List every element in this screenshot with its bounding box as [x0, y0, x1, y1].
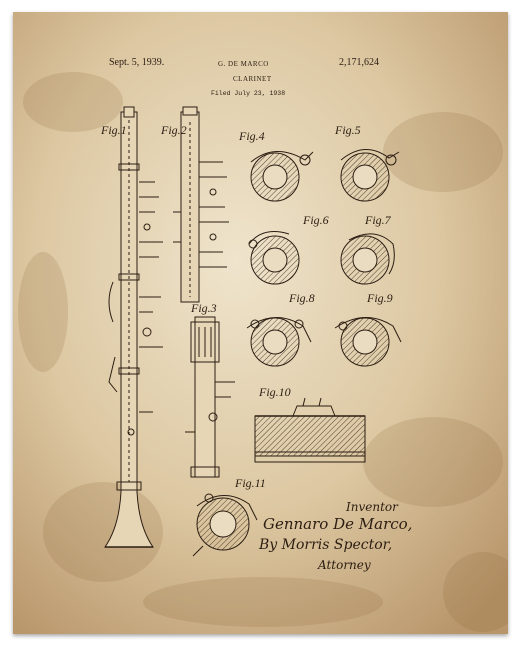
fig7-label: Fig.7: [364, 213, 392, 227]
fig10-cross-section-drawing: [254, 397, 366, 463]
fig1-clarinet-drawing: [104, 106, 163, 548]
fig1-label: Fig.1: [100, 123, 127, 137]
fig11-label: Fig.11: [234, 476, 266, 490]
fig10-label: Fig.10: [258, 385, 291, 399]
patent-drawing: Fig.1 Fig.2 Fig.3 Fig.4 Fig.5 Fig.6 Fig.…: [13, 12, 508, 634]
attorney-label: Attorney: [318, 558, 371, 572]
fig8-label: Fig.8: [288, 291, 315, 305]
fig6-label: Fig.6: [302, 213, 329, 227]
fig2-upper-joint-drawing: [173, 106, 229, 303]
fig9-label: Fig.9: [366, 291, 393, 305]
inventor-label: Inventor: [346, 500, 398, 514]
fig2-label: Fig.2: [160, 123, 187, 137]
patent-inventor-header: G. DE MARCO: [218, 60, 269, 68]
fig7-ring-key-drawing: [340, 233, 395, 285]
fig3-label: Fig.3: [190, 301, 217, 315]
fig5-label: Fig.5: [334, 123, 361, 137]
fig3-lower-joint-drawing: [185, 316, 235, 478]
fig4-label: Fig.4: [238, 129, 265, 143]
patent-print: Fig.1 Fig.2 Fig.3 Fig.4 Fig.5 Fig.6 Fig.…: [13, 12, 508, 634]
figure-labels: Fig.1 Fig.2 Fig.3 Fig.4 Fig.5 Fig.6 Fig.…: [100, 123, 393, 490]
patent-number: 2,171,624: [339, 57, 379, 68]
fig6-ring-key-drawing: [248, 231, 300, 285]
fig8-ring-key-drawing: [246, 317, 312, 367]
fig5-ring-key-drawing: [340, 149, 400, 202]
attorney-signature: By Morris Spector,: [259, 537, 393, 553]
paper-stains: [18, 72, 508, 632]
inventor-signature: Gennaro De Marco,: [263, 515, 413, 533]
patent-title: CLARINET: [233, 75, 272, 83]
fig9-ring-key-drawing: [334, 317, 402, 367]
patent-filed-date: Filed July 23, 1938: [211, 90, 286, 97]
patent-date: Sept. 5, 1939.: [109, 57, 165, 68]
fig4-ring-key-drawing: [250, 151, 314, 202]
fig11-ring-key-drawing: [192, 493, 258, 557]
